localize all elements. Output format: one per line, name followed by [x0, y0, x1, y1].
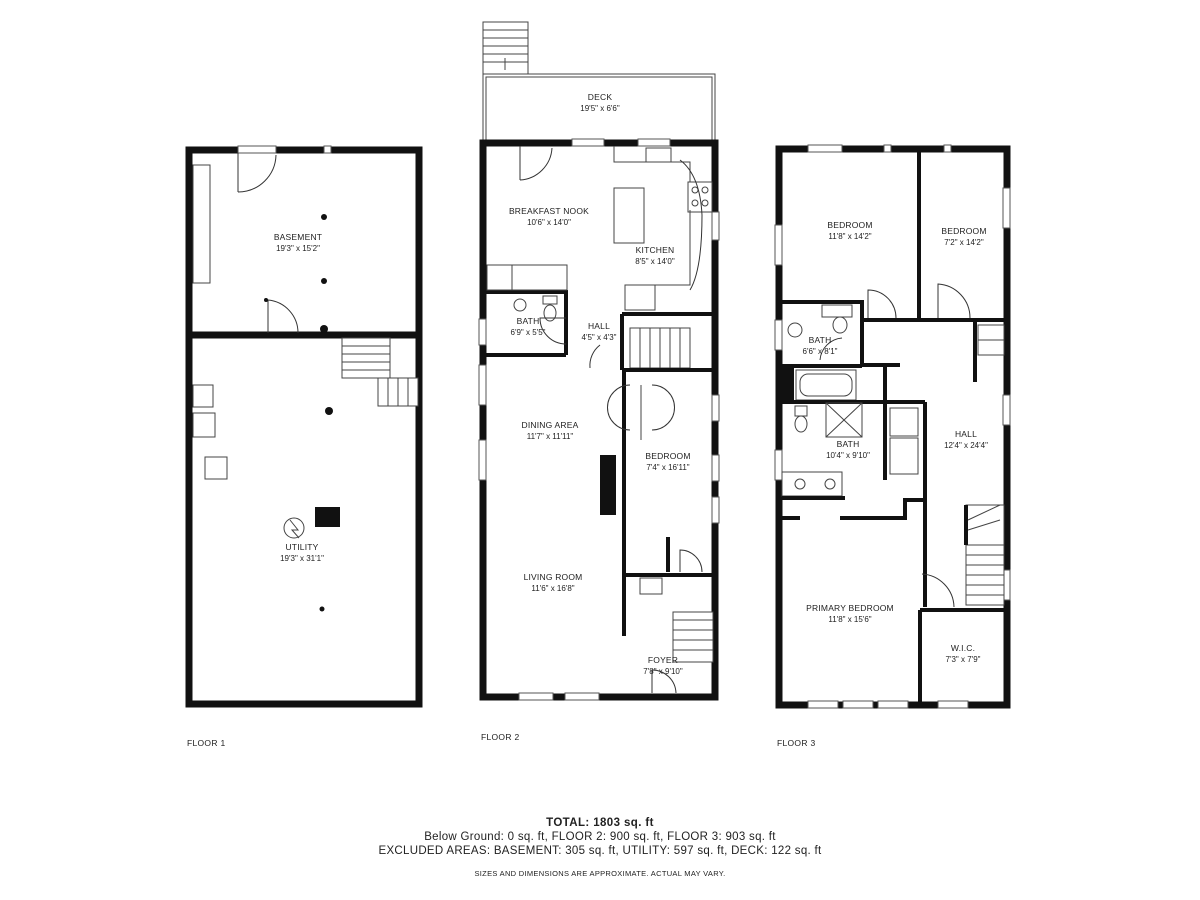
room-dims-kitchen: 8'5" x 14'0" — [635, 257, 675, 266]
room-dims-hall: 4'5" x 4'3" — [582, 333, 617, 342]
room-name-breakfast-nook: BREAKFAST NOOK — [509, 206, 589, 216]
room-name-living-room: LIVING ROOM — [524, 572, 583, 582]
room-name-bedroom-2: BEDROOM — [941, 226, 986, 236]
room-dims-bedroom: 7'4" x 16'11" — [646, 463, 689, 472]
room-dims-foyer: 7'8" x 9'10" — [643, 667, 683, 676]
disclaimer-note: SIZES AND DIMENSIONS ARE APPROXIMATE. AC… — [474, 869, 726, 878]
room-dims-bath-1: 6'6" x 8'1" — [803, 347, 838, 356]
room-dims-dining-area: 11'7" x 11'11" — [527, 432, 574, 441]
room-dims-deck: 19'5" x 6'6" — [580, 104, 620, 113]
room-dims-basement: 19'3" x 15'2" — [276, 244, 320, 253]
floor-2-foyer-stairs — [672, 611, 714, 663]
room-name-foyer: FOYER — [648, 655, 678, 665]
room-name-kitchen: KITCHEN — [636, 245, 675, 255]
room-dims-utility: 19'3" x 31'1" — [280, 554, 324, 563]
room-name-hall: HALL — [588, 321, 610, 331]
floor-3-plan: BEDROOM 11'8" x 14'2" BEDROOM 7'2" x 14'… — [774, 144, 1011, 748]
floor-1-stairs — [341, 337, 419, 407]
room-name-wic: W.I.C. — [951, 643, 975, 653]
floor-2-plan: DECK 19'5" x 6'6" BREAKFAST NOOK 10'6" x… — [478, 21, 720, 742]
total-area: TOTAL: 1803 sq. ft — [546, 817, 654, 829]
room-name-bedroom: BEDROOM — [645, 451, 690, 461]
room-name-utility: UTILITY — [285, 542, 318, 552]
area-summary: TOTAL: 1803 sq. ft Below Ground: 0 sq. f… — [0, 816, 1200, 881]
room-dims-bedroom-1: 11'8" x 14'2" — [828, 232, 871, 241]
excluded-areas: EXCLUDED AREAS: BASEMENT: 305 sq. ft, UT… — [378, 845, 822, 857]
floor-2-label: FLOOR 2 — [481, 732, 519, 742]
room-dims-wic: 7'3" x 7'9" — [946, 655, 981, 664]
room-dims-hall: 12'4" x 24'4" — [944, 441, 988, 450]
room-name-bedroom-1: BEDROOM — [827, 220, 872, 230]
floor-3-label: FLOOR 3 — [777, 738, 815, 748]
room-name-bath-2: BATH — [837, 439, 860, 449]
room-name-dining-area: DINING AREA — [522, 420, 579, 430]
room-dims-living-room: 11'6" x 16'8" — [531, 584, 574, 593]
room-name-deck: DECK — [588, 92, 613, 102]
room-dims-bedroom-2: 7'2" x 14'2" — [944, 238, 984, 247]
deck — [482, 21, 716, 141]
room-dims-bath: 6'9" x 5'5" — [511, 328, 546, 337]
room-name-hall: HALL — [955, 429, 977, 439]
room-dims-primary-bedroom: 11'8" x 15'6" — [828, 615, 871, 624]
room-name-bath: BATH — [517, 316, 540, 326]
floor-1-plan: BASEMENT 19'3" x 15'2" UTILITY 19'3" x 3… — [185, 145, 423, 748]
room-name-basement: BASEMENT — [274, 232, 322, 242]
floor-1-label: FLOOR 1 — [187, 738, 225, 748]
room-name-bath-1: BATH — [809, 335, 832, 345]
floor-2-stairs — [629, 327, 691, 369]
room-dims-bath-2: 10'4" x 9'10" — [826, 451, 870, 460]
floor-3-stairs — [964, 504, 1005, 606]
room-dims-breakfast-nook: 10'6" x 14'0" — [527, 218, 571, 227]
below-ground-areas: Below Ground: 0 sq. ft, FLOOR 2: 900 sq.… — [424, 831, 776, 843]
room-name-primary-bedroom: PRIMARY BEDROOM — [806, 603, 894, 613]
